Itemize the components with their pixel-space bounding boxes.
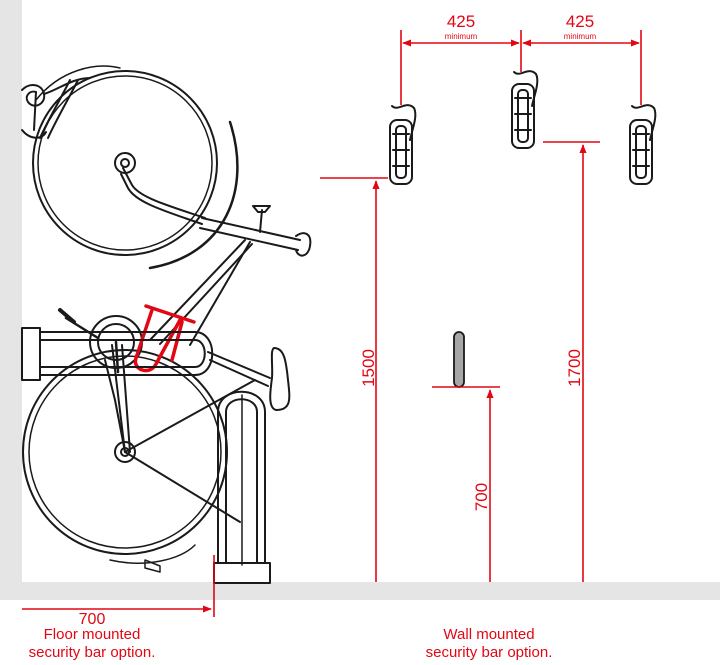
wall-caption-line-2: security bar option.	[426, 644, 553, 661]
vertical-hanging-bicycle-icon	[22, 65, 312, 573]
dimension-lines	[22, 30, 642, 617]
wall-bike-hook-right-icon	[629, 104, 657, 185]
spacing-right-value: 425	[566, 12, 594, 31]
spacing-left-value: 425	[447, 12, 475, 31]
spacing-right-note: minimum	[564, 32, 597, 41]
spacing-left-note: minimum	[445, 32, 478, 41]
wall-bike-hook-middle-icon	[511, 70, 539, 149]
floor-caption-line-2: security bar option.	[29, 644, 156, 661]
height-high-value: 1700	[565, 349, 584, 387]
height-low-value: 1500	[359, 349, 378, 387]
wall	[0, 0, 22, 600]
floor-caption-line-1: Floor mounted	[44, 626, 141, 643]
wall-bike-hook-left-icon	[389, 104, 417, 185]
floor	[0, 582, 720, 600]
wall-bike-hook-icon	[21, 77, 91, 139]
floor-offset-value: 700	[79, 611, 106, 628]
wall-caption-line-1: Wall mounted	[443, 626, 534, 643]
height-wall-bar-value: 700	[472, 483, 491, 511]
floor-security-stand-icon	[21, 327, 271, 584]
wall-security-post-icon	[453, 331, 465, 388]
